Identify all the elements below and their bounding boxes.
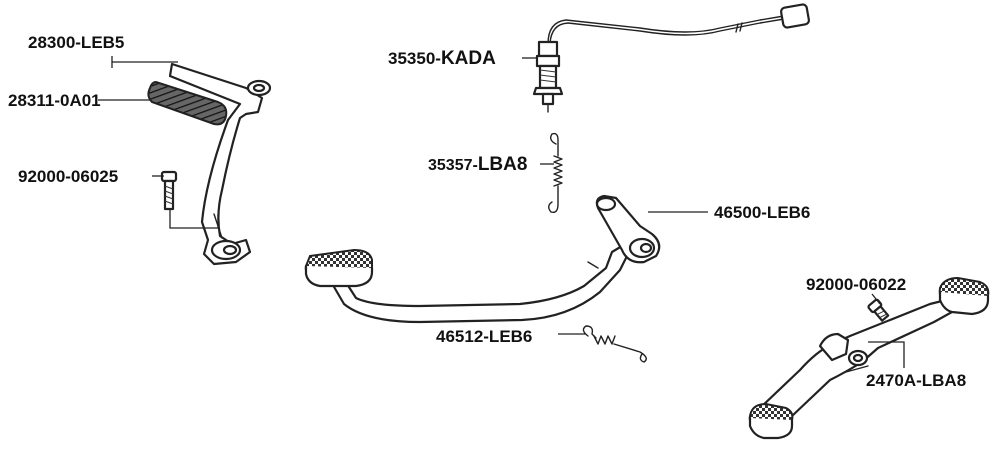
label-spring-top-suffix: LBA8 bbox=[478, 154, 528, 175]
label-bolt-right: 92000-06022 bbox=[806, 275, 906, 294]
switch-cable bbox=[547, 15, 785, 45]
label-spring-bottom: 46512-LEB6 bbox=[436, 327, 532, 346]
label-kick-rubber: 28311-0A01 bbox=[8, 91, 101, 110]
kick-rubber-grip bbox=[147, 80, 228, 126]
brake-pedal-rod bbox=[328, 244, 630, 324]
label-brake-pedal: 46500-LEB6 bbox=[714, 203, 810, 222]
kick-starter-assembly bbox=[147, 62, 272, 266]
part-labels: 28300-LEB5 28311-0A01 92000-06025 35350-… bbox=[8, 33, 966, 390]
label-spring-top: 35357-LBA8 bbox=[428, 154, 527, 175]
label-spring-top-prefix: 35357- bbox=[428, 157, 478, 174]
label-switch-prefix: 35350- bbox=[388, 49, 441, 68]
label-switch-suffix: KADA bbox=[441, 48, 496, 69]
bolt-left bbox=[160, 170, 178, 211]
label-bolt-left: 92000-06025 bbox=[18, 167, 118, 186]
brake-switch-assembly bbox=[532, 3, 811, 113]
brake-pedal-assembly bbox=[304, 194, 661, 324]
switch-cap bbox=[537, 40, 559, 58]
label-switch: 35350-KADA bbox=[388, 48, 496, 69]
kick-lever-pivot-hole bbox=[252, 83, 266, 93]
bolt-right bbox=[867, 298, 890, 322]
label-step-bar: 2470A-LBA8 bbox=[866, 371, 966, 390]
label-kick-lever: 28300-LEB5 bbox=[28, 33, 124, 52]
spring-bottom bbox=[582, 325, 647, 363]
spring-top bbox=[548, 132, 563, 214]
kick-lever-arm bbox=[168, 62, 264, 266]
leader-lines bbox=[98, 56, 905, 368]
switch-connector bbox=[779, 3, 811, 29]
kick-lever-boss-hole bbox=[222, 244, 238, 256]
step-bar-assembly bbox=[748, 276, 990, 440]
